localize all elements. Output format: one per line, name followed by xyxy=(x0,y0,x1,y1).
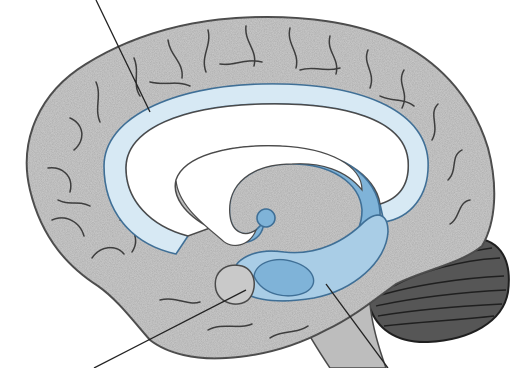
mammillary-body xyxy=(257,209,275,227)
uncus xyxy=(215,265,254,304)
